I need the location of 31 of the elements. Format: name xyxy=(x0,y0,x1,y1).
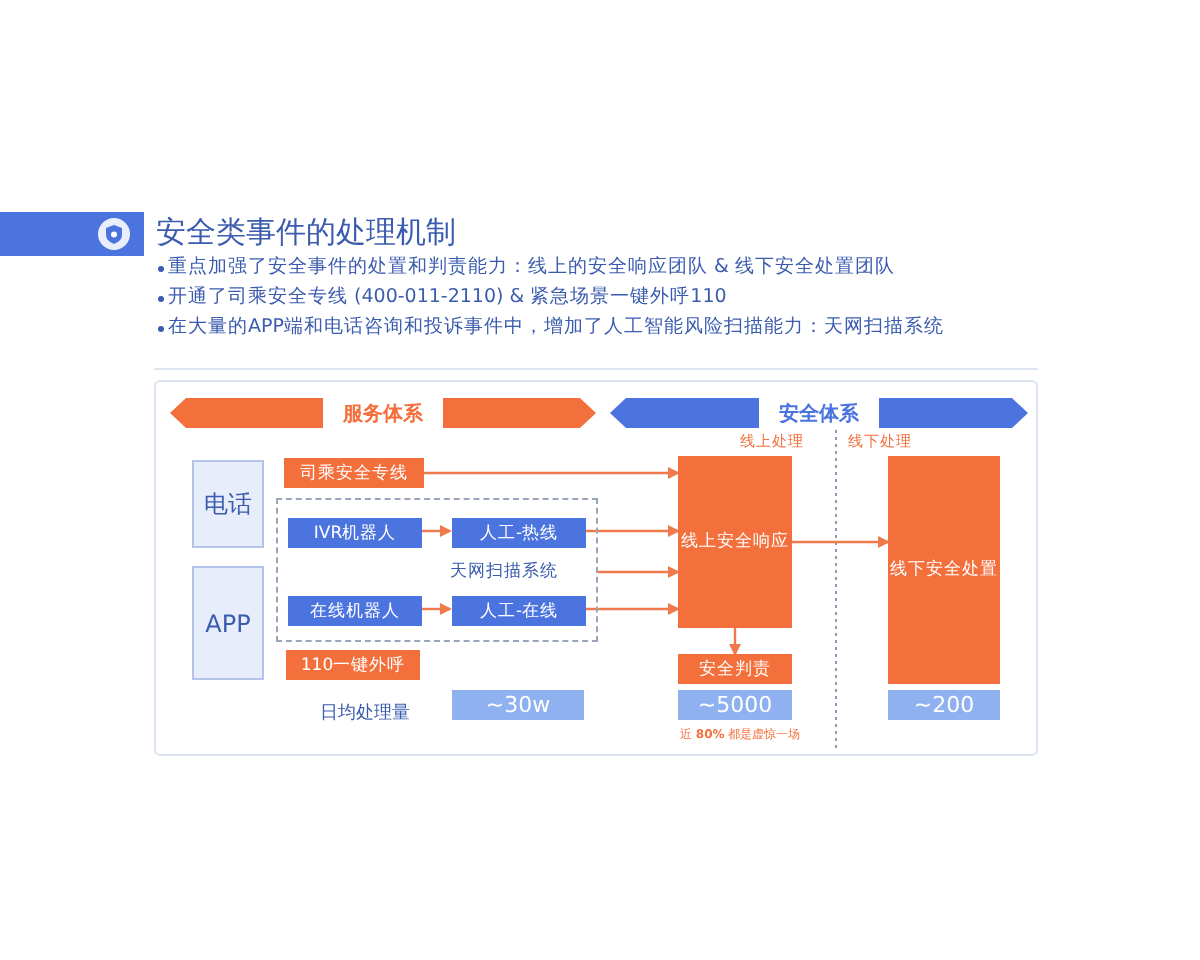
arrow xyxy=(792,536,890,548)
section-banner: 服务体系 xyxy=(170,398,596,428)
arrow xyxy=(420,603,452,615)
process-box: 线上安全响应 xyxy=(678,456,792,628)
arrow xyxy=(729,628,741,656)
arrow xyxy=(420,525,452,537)
dashed-group-box xyxy=(276,498,598,642)
arrow xyxy=(584,525,680,537)
process-box: 人工-热线 xyxy=(452,518,586,548)
process-box: 安全判责 xyxy=(678,654,792,684)
process-box: IVR机器人 xyxy=(288,518,422,548)
system-label: 天网扫描系统 xyxy=(450,560,558,584)
process-box: 司乘安全专线 xyxy=(284,458,424,488)
bullet-text: 重点加强了安全事件的处置和判责能力：线上的安全响应团队 & 线下安全处置团队 xyxy=(168,254,895,280)
row-label: 日均处理量 xyxy=(320,701,410,726)
value-box: ~200 xyxy=(888,690,1000,720)
process-box: 人工-在线 xyxy=(452,596,586,626)
arrow xyxy=(424,467,680,479)
value-box: ~5000 xyxy=(678,690,792,720)
title: 安全类事件的处理机制 xyxy=(156,214,456,252)
process-box: 110一键外呼 xyxy=(286,650,420,680)
channel-box: APP xyxy=(192,566,264,680)
arrow xyxy=(598,566,680,578)
value-box: ~30w xyxy=(452,690,584,720)
bullet-text: 在大量的APP端和电话咨询和投诉事件中，增加了人工智能风险扫描能力：天网扫描系统 xyxy=(168,314,944,340)
channel-box: 电话 xyxy=(192,460,264,548)
process-box: 在线机器人 xyxy=(288,596,422,626)
arrow xyxy=(584,603,680,615)
section-banner: 安全体系 xyxy=(610,398,1028,428)
process-box: 线下安全处置 xyxy=(888,456,1000,684)
bullet-text: 开通了司乘安全专线 (400-011-2110) & 紧急场景一键外呼110 xyxy=(168,284,727,310)
